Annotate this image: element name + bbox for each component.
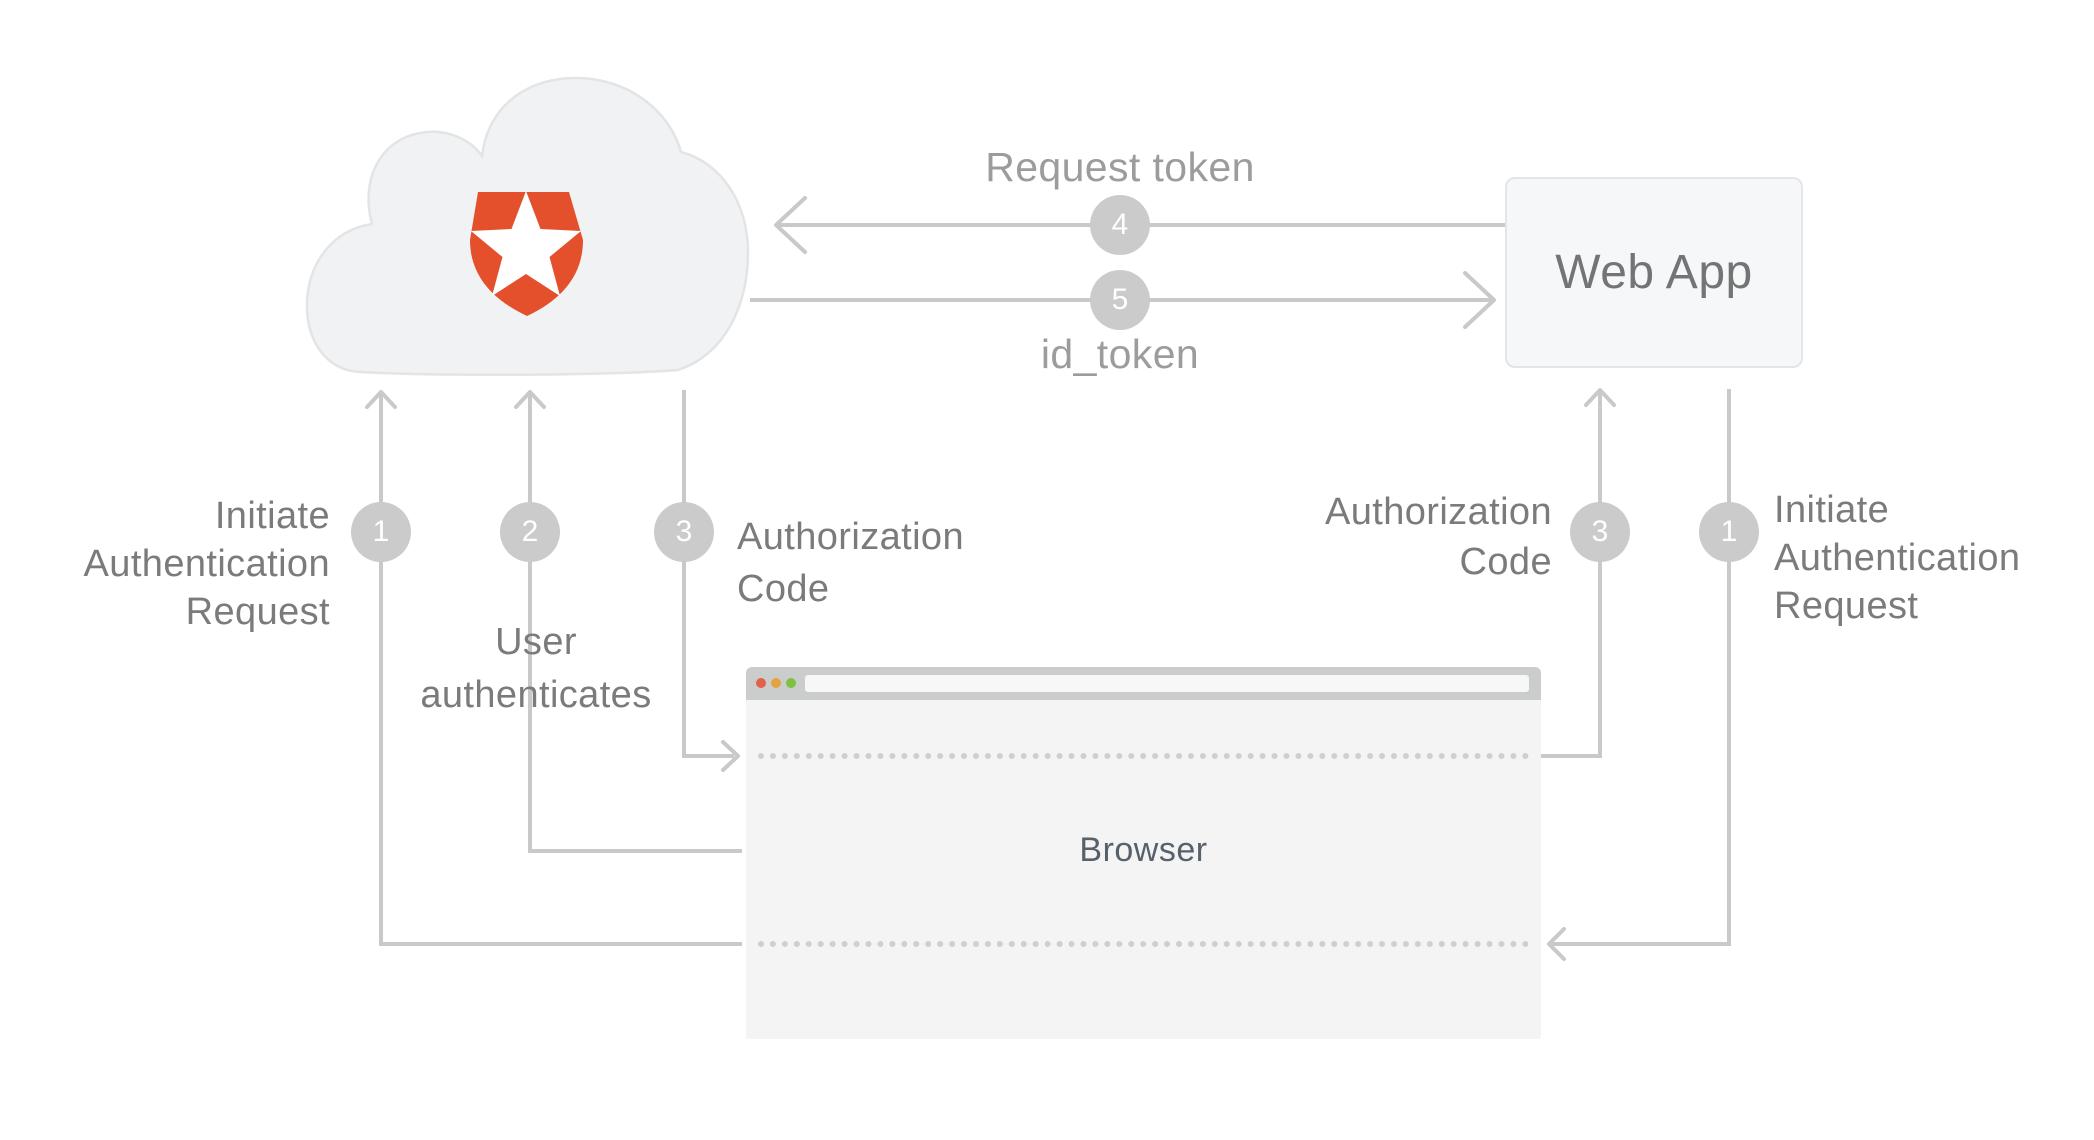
step-number: 5 [1111,283,1129,316]
step-badge-1-right: 1 [1699,502,1759,562]
step-badge-3-left: 3 [654,502,714,562]
browser-window: Browser [746,667,1541,1039]
traffic-light-red-icon [756,678,766,688]
step-badge-5: 5 [1090,270,1150,330]
step-number: 3 [1591,515,1609,548]
step-number: 4 [1111,208,1129,241]
label-user-authenticates: User authenticates [336,616,736,722]
label-line: Authentication [83,543,330,585]
browser-address-bar [805,675,1529,692]
label-line: id_token [1040,331,1200,377]
arrow-left-icon [1547,927,1566,961]
web-app-label: Web App [1555,246,1753,299]
step-number: 3 [675,515,693,548]
label-line: Authorization [1324,491,1552,533]
step-badge-1-left: 1 [351,502,411,562]
label-line: Request [1774,585,1919,627]
browser-dotted-line-top [758,753,1529,759]
label-line: Code [1459,541,1552,583]
arrow-left-icon [774,196,807,254]
label-id-token: id_token [920,329,1320,379]
step-badge-4: 4 [1090,195,1150,255]
arrow-up-icon [1584,388,1616,407]
label-authorization-code-left: Authorization Code [737,511,1067,615]
arrow-up-icon [514,390,546,409]
step-badge-3-right: 3 [1570,502,1630,562]
browser-title-bar [746,667,1541,700]
arrow-right-icon [1463,271,1496,329]
arrow-right-icon [721,740,740,772]
label-line: Request [185,591,330,633]
auth0-star [471,191,581,296]
label-line: Request token [985,144,1255,190]
label-line: Initiate [1774,489,1890,531]
step-badge-2: 2 [500,502,560,562]
label-line: Authorization [737,516,965,558]
label-line: Initiate [214,495,330,537]
step-number: 1 [372,515,390,548]
traffic-light-yellow-icon [771,678,781,688]
step-number: 2 [521,515,539,548]
label-initiate-auth-request-left: Initiate Authentication Request [50,492,330,636]
flow-line-initiate-right [1552,389,1731,946]
arrowheads [365,196,1616,961]
label-line: User [495,621,577,663]
label-line: Code [737,568,830,610]
step-number: 1 [1720,515,1738,548]
browser-label: Browser [1079,831,1208,869]
browser-dotted-line-bottom [758,941,1529,947]
flow-line-initiate-left [379,392,742,946]
label-line: Authentication [1774,537,2021,579]
label-initiate-auth-request-right: Initiate Authentication Request [1774,486,2074,630]
label-line: authenticates [420,674,652,716]
auth0-logo-icon [470,191,583,316]
label-request-token: Request token [920,142,1320,192]
arrow-up-icon [365,390,397,409]
web-app-node: Web App [1505,177,1803,368]
traffic-light-green-icon [786,678,796,688]
label-authorization-code-right: Authorization Code [1252,487,1552,587]
